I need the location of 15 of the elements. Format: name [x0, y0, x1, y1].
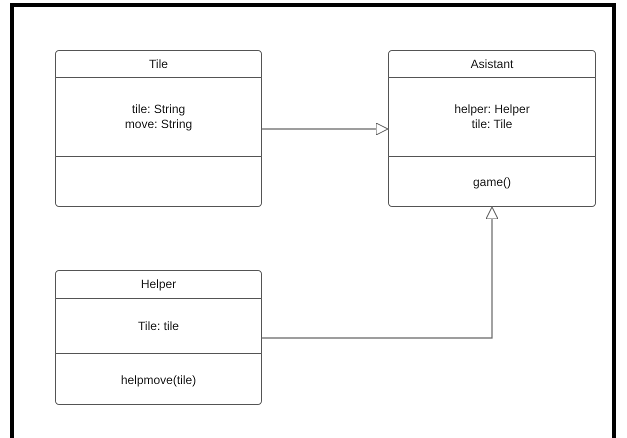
- attribute-text: move: String: [124, 117, 192, 132]
- class-box: [388, 50, 596, 207]
- class-box: [55, 270, 262, 405]
- class-name: Tile: [148, 56, 169, 73]
- method-text: helpmove(tile): [120, 372, 196, 388]
- class-name: Helper: [140, 276, 178, 293]
- attribute-text: tile: String: [132, 102, 186, 117]
- class-name: Asistant: [470, 56, 514, 73]
- inheritance-arrow: [262, 206, 498, 339]
- method-text: game(): [472, 175, 511, 190]
- attribute-text: Tile: tile: [138, 318, 179, 334]
- attribute-text: tile: Tile: [472, 117, 512, 132]
- attribute-text: helper: Helper: [454, 102, 530, 117]
- class-box: [55, 50, 262, 207]
- inheritance-arrow: [262, 122, 388, 136]
